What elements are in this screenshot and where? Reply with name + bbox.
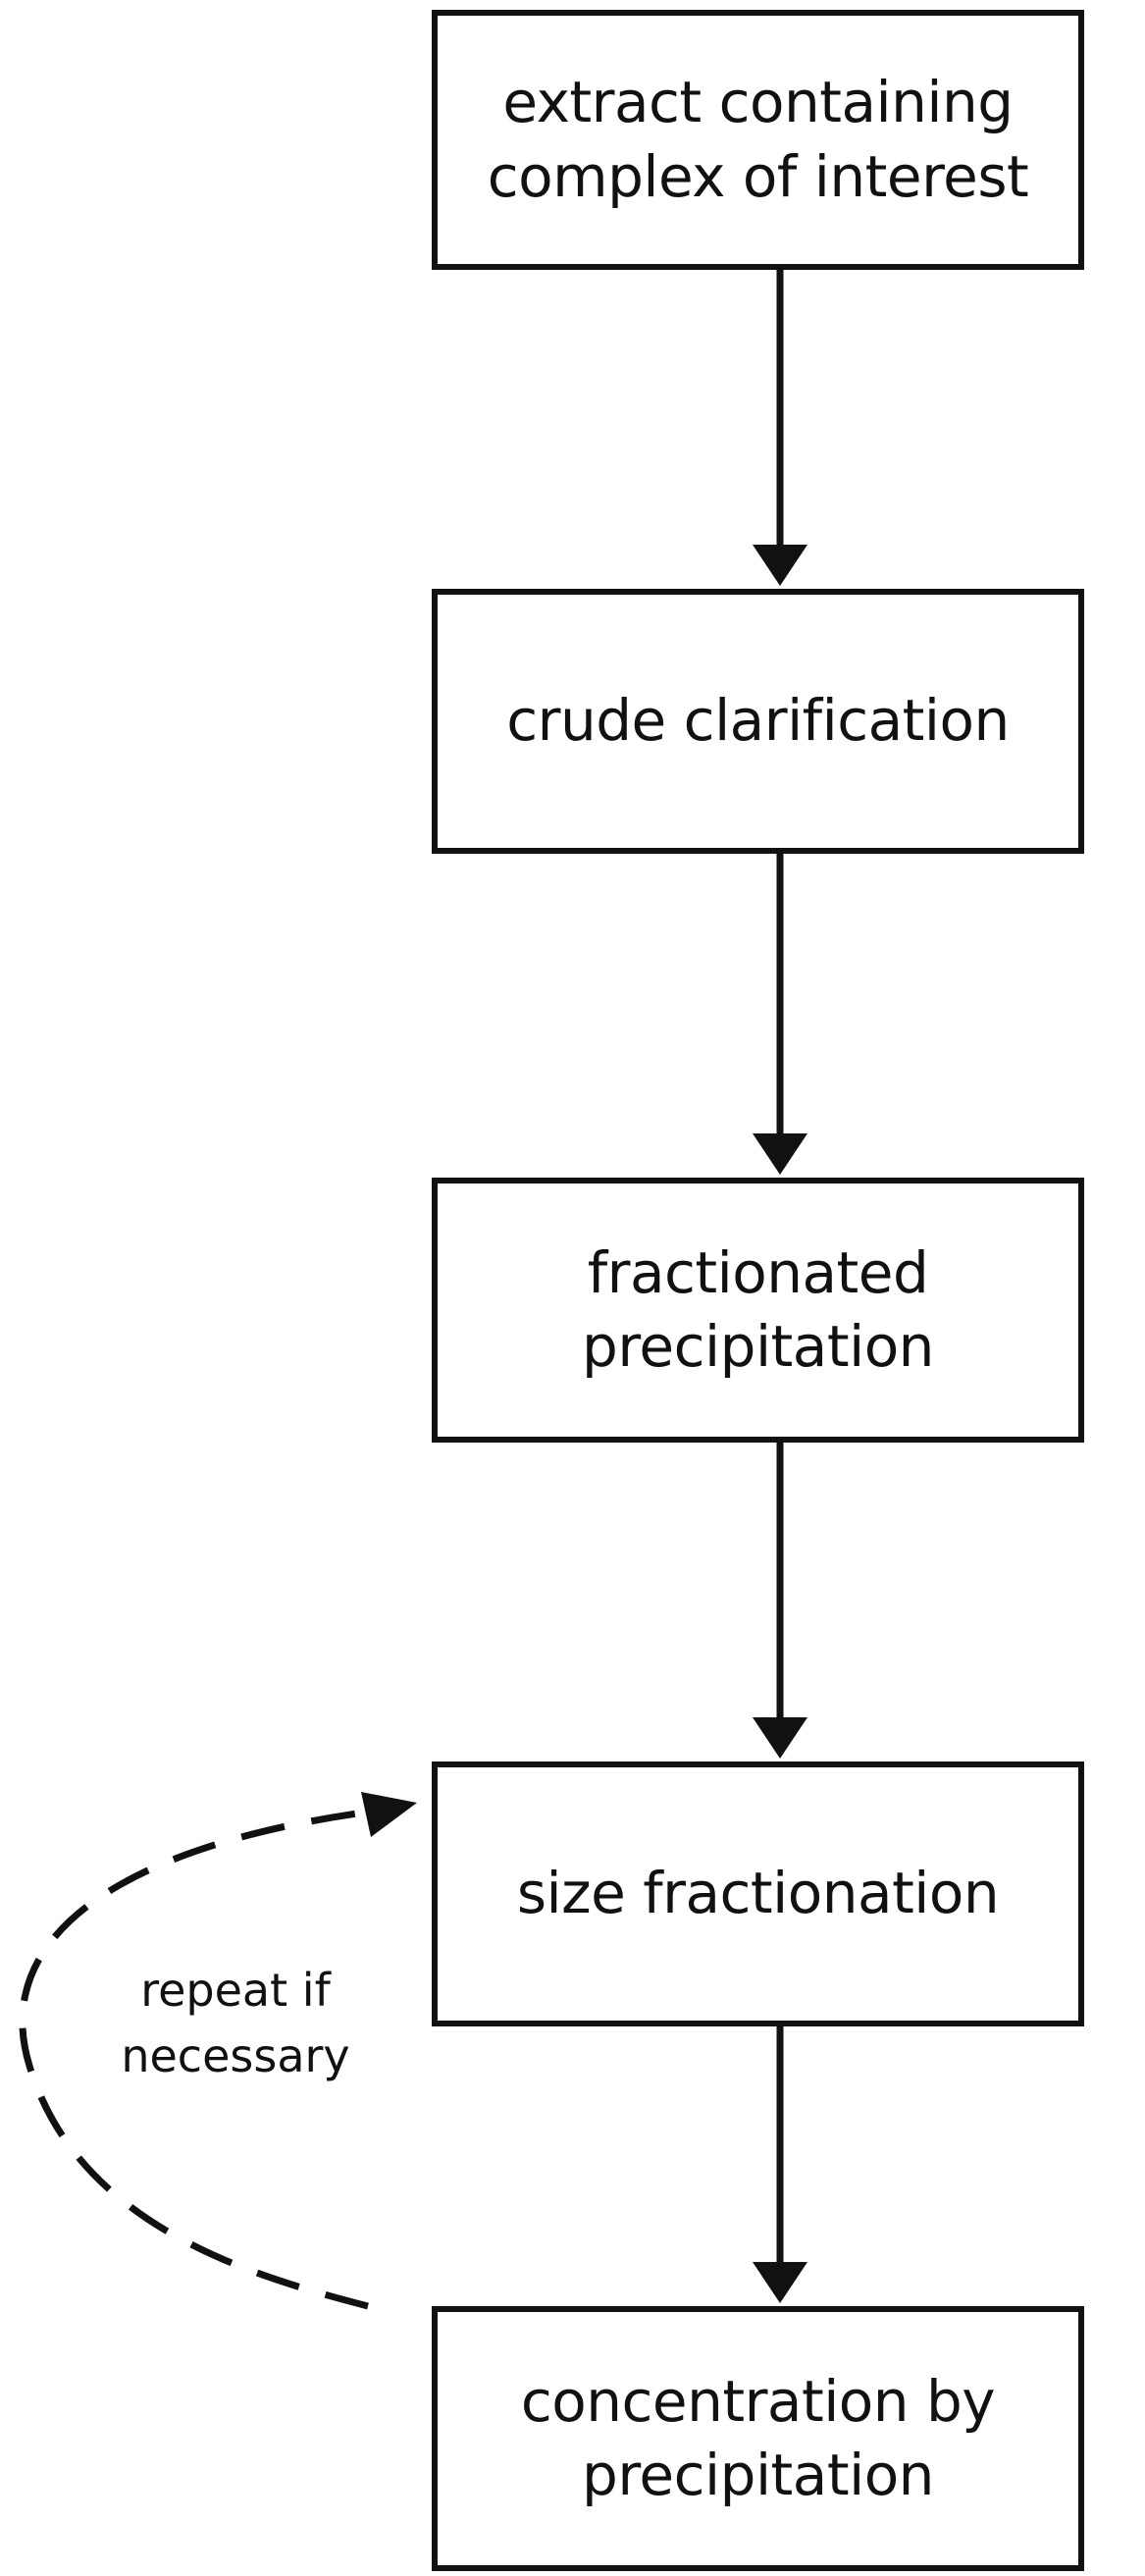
step-clarification-line-1: crude clarification — [506, 687, 1010, 755]
step-extract-text: extract containing complex of interest — [488, 66, 1029, 214]
step-precipitation-line-2: precipitation — [582, 1313, 934, 1380]
step-size-fractionation-text: size fractionation — [516, 1857, 1000, 1930]
step-clarification-text: crude clarification — [506, 684, 1010, 758]
step-precipitation-box: fractionated precipitation — [432, 1178, 1084, 1443]
repeat-loop-arrow — [19, 1807, 379, 2310]
step-concentration-box: concentration by precipitation — [432, 2306, 1084, 2571]
repeat-loop-label: repeat if necessary — [78, 1958, 392, 2088]
step-concentration-line-2: precipitation — [582, 2442, 934, 2508]
step-extract-box: extract containing complex of interest — [432, 10, 1084, 270]
step-extract-line-2: complex of interest — [487, 142, 1029, 210]
step-concentration-text: concentration by precipitation — [520, 2365, 996, 2513]
step-clarification-box: crude clarification — [432, 589, 1084, 854]
step-size-fractionation-box: size fractionation — [432, 1761, 1084, 2026]
step-precipitation-text: fractionated precipitation — [582, 1236, 934, 1385]
repeat-loop-arrowhead — [361, 1792, 417, 1837]
step-precipitation-line-1: fractionated — [587, 1238, 929, 1306]
repeat-loop-label-line-1: repeat if — [140, 1964, 331, 2017]
step-extract-line-1: extract containing — [502, 69, 1014, 136]
step-concentration-line-1: concentration by — [520, 2367, 996, 2435]
step-size-fractionation-line-1: size fractionation — [516, 1860, 1000, 1927]
repeat-loop-label-line-2: necessary — [121, 2028, 350, 2082]
